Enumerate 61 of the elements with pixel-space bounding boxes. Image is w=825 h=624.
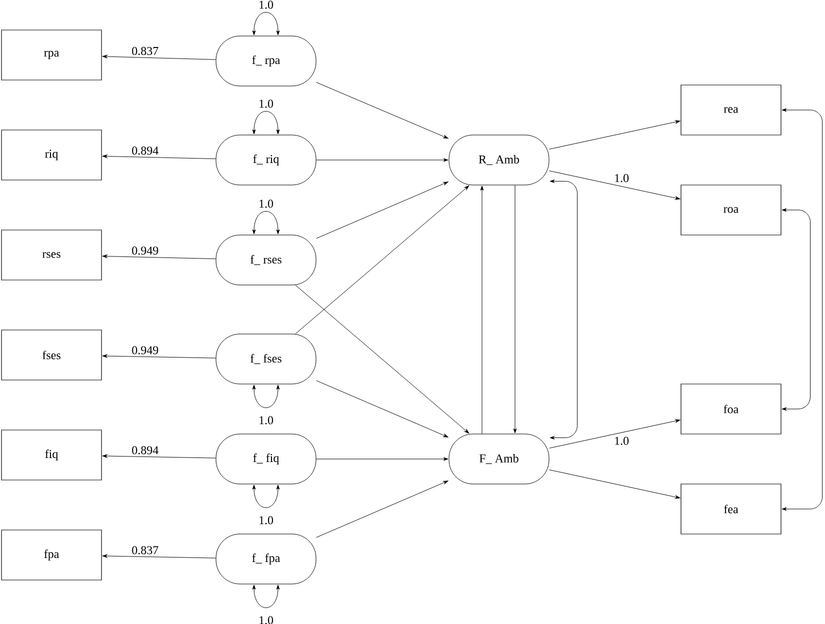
- arrow: [316, 480, 448, 538]
- edge-label: 0.894: [130, 445, 160, 456]
- loop-arrow: [252, 384, 280, 408]
- edge-label: 0.837: [130, 545, 160, 556]
- rounded-box: f_ fiq: [216, 434, 316, 484]
- variable-box: rpa: [1, 30, 102, 80]
- arrow: [549, 419, 680, 448]
- arrow: [549, 120, 680, 150]
- edge-label: 1.0: [260, 416, 274, 424]
- variable-box: rses: [1, 230, 102, 280]
- edge-label: 1.0: [260, 100, 274, 108]
- variable-box: fses: [1, 330, 102, 380]
- rounded-box: f_ rpa: [216, 36, 316, 86]
- arrow: [102, 54, 216, 60]
- arrow: [549, 170, 680, 200]
- rounded-box: f_ fses: [216, 334, 316, 384]
- rounded-box: R_ Amb: [448, 134, 550, 186]
- variable-box: riq: [1, 130, 102, 180]
- arrow: [102, 454, 216, 458]
- loop-arrow: [252, 111, 280, 134]
- variable-box: roa: [680, 184, 782, 236]
- curved-arrow: [782, 208, 811, 411]
- arrow: [549, 470, 680, 499]
- loop-arrow: [252, 484, 280, 508]
- edge-label: 1.0: [260, 516, 274, 524]
- arrow: [102, 154, 216, 160]
- rounded-box: f_ rses: [216, 234, 316, 286]
- edge-label: 1.0: [260, 200, 274, 208]
- variable-box: fpa: [1, 530, 102, 580]
- curved-arrow: [550, 180, 578, 440]
- rounded-box: F_ Amb: [448, 434, 550, 484]
- variable-box: foa: [680, 384, 782, 434]
- arrow: [295, 186, 470, 334]
- variable-box: rea: [680, 84, 782, 136]
- arrow: [316, 380, 448, 438]
- edge-label: 1.0: [260, 616, 274, 624]
- arrow: [316, 158, 448, 162]
- rounded-box: f_ fpa: [216, 534, 316, 584]
- edge-label: 0.894: [130, 146, 160, 156]
- loop-arrow: [252, 584, 280, 608]
- edge-label: 1.0: [613, 436, 630, 446]
- rounded-box: f_ riq: [216, 134, 316, 186]
- arrow: [102, 554, 216, 558]
- curved-arrow: [782, 108, 823, 511]
- arrow: [513, 185, 517, 434]
- variable-box: fiq: [1, 430, 102, 480]
- arrow: [316, 82, 448, 139]
- arrow: [480, 186, 484, 434]
- edge-label: 0.949: [130, 345, 160, 356]
- loop-arrow: [252, 211, 280, 234]
- loop-arrow: [252, 12, 280, 36]
- arrow: [102, 254, 216, 260]
- arrow: [316, 182, 448, 239]
- edge-label: 1.0: [260, 0, 274, 9]
- arrow: [102, 354, 216, 358]
- arrow: [295, 285, 470, 434]
- edge-label: 0.949: [130, 246, 160, 256]
- edge-label: 1.0: [613, 173, 630, 184]
- edge-label: 0.837: [130, 46, 160, 56]
- arrow: [316, 457, 448, 461]
- variable-box: fea: [680, 484, 782, 534]
